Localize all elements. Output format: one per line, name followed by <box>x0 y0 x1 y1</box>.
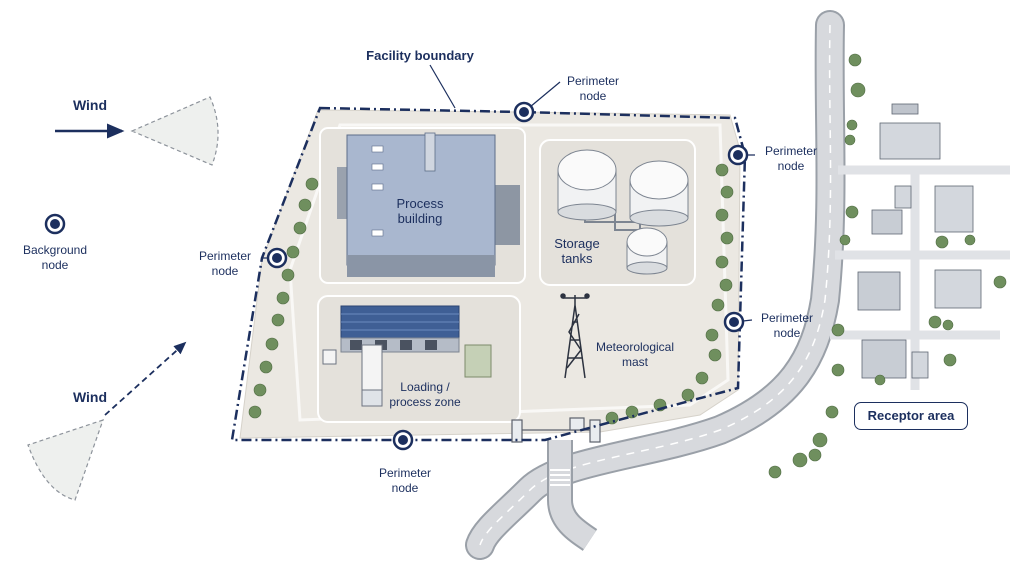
perimeter-node-right-lower <box>723 311 745 333</box>
receptor-area-label: Receptor area <box>854 402 968 430</box>
background-node <box>44 213 66 235</box>
perimeter-node-right-upper <box>727 144 749 166</box>
entrance-gate <box>511 417 601 443</box>
process-building <box>319 127 526 284</box>
perimeter-node-left <box>266 247 288 269</box>
residential-trees <box>768 53 1007 479</box>
meteorological-mast <box>560 293 590 379</box>
wind-cone-bottom <box>27 419 104 501</box>
main-road <box>465 10 846 560</box>
wind-cone-top <box>130 96 219 166</box>
loading-zone-label: Loading /process zone <box>389 380 461 409</box>
receptor-houses <box>857 103 982 379</box>
facility-boundary-line <box>230 106 747 442</box>
storage-tanks <box>539 139 696 286</box>
loading-zone <box>317 295 521 423</box>
wind-arrow-bottom <box>104 341 187 416</box>
facility-boundary-label: Facility boundary <box>366 48 474 63</box>
facility-boundary-leader <box>429 64 456 109</box>
boundary-trees <box>248 163 734 425</box>
perimeter-node-bottom <box>392 429 414 451</box>
wind-label-top: Wind <box>72 97 108 113</box>
access-road <box>547 440 598 551</box>
perimeter-node-top <box>513 101 535 123</box>
wind-label-bottom: Wind <box>72 389 108 405</box>
